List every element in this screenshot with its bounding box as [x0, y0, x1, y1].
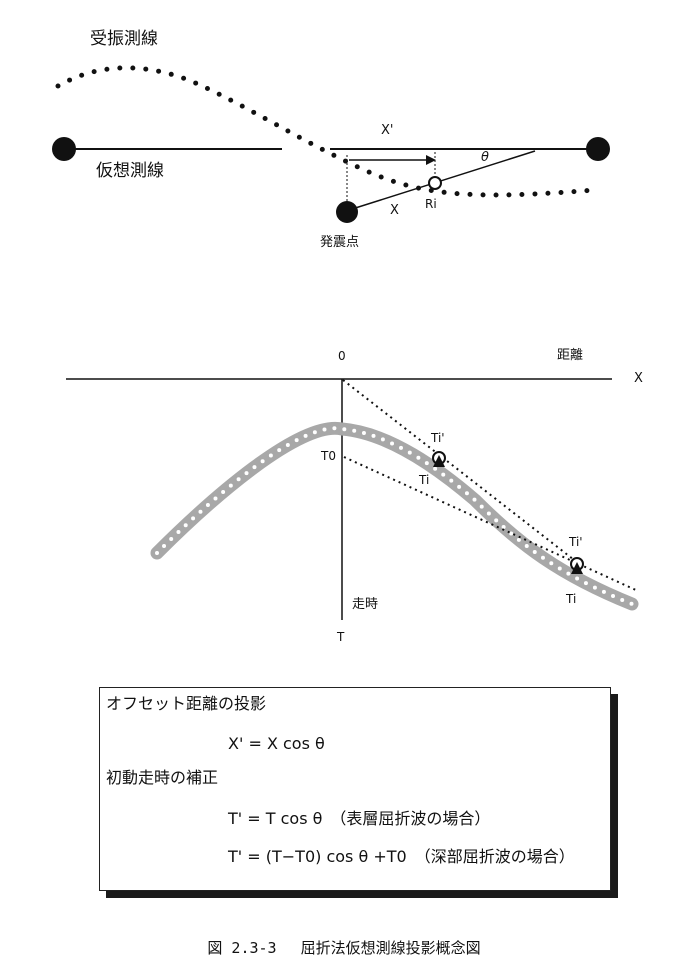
dotted-line-origin [342, 379, 579, 564]
formula-box: オフセット距離の投影 X' = X cos θ 初動走時の補正 T' = T c… [99, 687, 611, 891]
shot-point-label: 発震点 [320, 235, 360, 250]
figure-caption: 図 2.3-3 屈折法仮想測線投影概念図 [207, 939, 481, 957]
offset-projection-formula: X' = X cos θ [228, 734, 325, 753]
receiver-line-label: 受振測線 [90, 29, 158, 49]
receiver-line-dotted [55, 65, 598, 198]
ti-triangle-marker-1 [433, 455, 445, 467]
ti-prime-label-1: Ti' [431, 431, 445, 445]
travel-time-band-dots [155, 426, 634, 606]
receiver-ri-marker [428, 176, 442, 190]
x-prime-arrowhead [426, 155, 436, 165]
ri-label: Ri [425, 197, 437, 211]
travel-time-band [150, 421, 639, 611]
t0-label: T0 [321, 449, 336, 463]
travel-time-label: 走時 [352, 597, 379, 612]
distance-label: 距離 [557, 348, 584, 363]
virtual-line-right-end [586, 137, 610, 161]
ti-triangle-marker-2 [571, 562, 583, 574]
x-label: X [390, 203, 399, 218]
t-axis-label: T [337, 630, 345, 644]
virtual-line-label: 仮想測線 [96, 161, 164, 181]
offset-x-line [348, 150, 536, 211]
shallow-refraction-formula: T' = T cos θ （表層屈折波の場合） [228, 809, 491, 828]
virtual-line-left-end [52, 137, 76, 161]
offset-projection-heading: オフセット距離の投影 [106, 694, 267, 713]
origin-label: 0 [338, 349, 346, 363]
ti-prime-label-2: Ti' [569, 535, 583, 549]
x-axis-label: X [634, 371, 643, 386]
theta-label: θ [481, 150, 489, 165]
ti-label-1: Ti [419, 473, 430, 487]
ti-label-2: Ti [566, 592, 577, 606]
x-prime-label: X' [381, 123, 394, 138]
travel-time-correction-heading: 初動走時の補正 [106, 768, 219, 787]
shot-point [336, 201, 358, 223]
deep-refraction-formula: T' = (T−T0) cos θ +T0 （深部屈折波の場合） [228, 847, 575, 866]
